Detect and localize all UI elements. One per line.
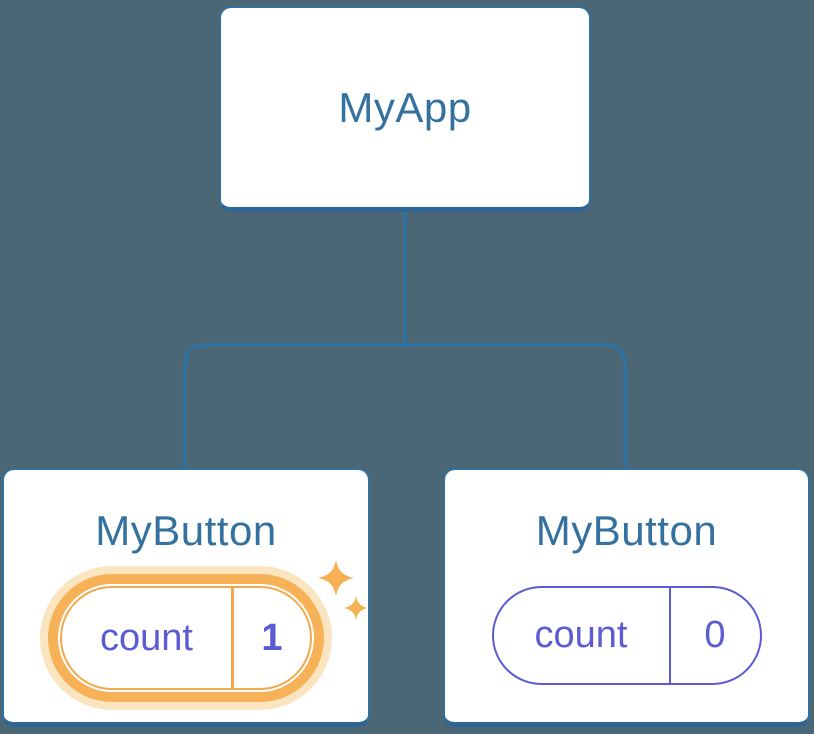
sparkle-icon-small [344, 596, 368, 620]
state-badge-wrap: count 0 [491, 586, 762, 685]
state-divider [668, 588, 671, 683]
state-badge-highlighted: count 1 [60, 586, 312, 690]
state-value: 1 [261, 616, 283, 659]
sparkle-icon-large [318, 560, 354, 596]
state-badge-wrap: count 1 [60, 560, 368, 690]
state-key: count [100, 616, 193, 659]
state-badge: count 0 [491, 586, 762, 685]
component-label: MyButton [95, 507, 277, 554]
component-label: MyApp [338, 83, 472, 131]
state-value: 0 [704, 614, 726, 656]
component-node-myapp: MyApp [219, 6, 591, 212]
component-node-mybutton-left: MyButton count 1 [2, 468, 370, 727]
state-divider [231, 588, 234, 688]
component-label: MyButton [535, 507, 718, 554]
state-key: count [534, 614, 628, 656]
component-node-mybutton-right: MyButton count 0 [443, 468, 810, 727]
